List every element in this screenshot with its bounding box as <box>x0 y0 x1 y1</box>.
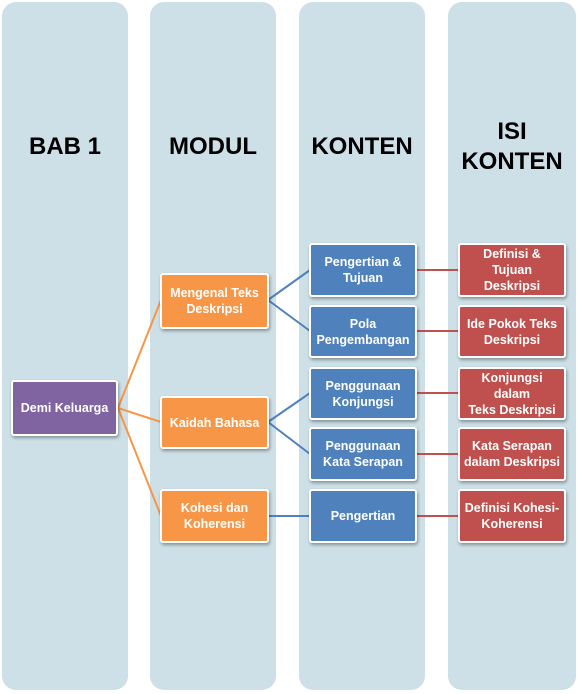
node-kata-serapan-dalam-deskripsi[interactable]: Kata Serapan dalam Deskripsi <box>458 427 566 481</box>
connector-modul-2-konten-4 <box>267 421 311 455</box>
node-kaidah-bahasa[interactable]: Kaidah Bahasa <box>160 396 269 449</box>
column-modul: MODUL <box>150 2 276 690</box>
column-bab: BAB 1 <box>2 2 128 690</box>
node-pengertian-tujuan[interactable]: Pengertian & Tujuan <box>309 243 417 297</box>
connector-root-modul-1 <box>117 299 162 409</box>
node-pengertian[interactable]: Pengertian <box>309 489 417 543</box>
connector-modul-2-konten-3 <box>267 392 311 423</box>
node-pola-pengembangan[interactable]: Pola Pengembangan <box>309 305 417 358</box>
node-kohesi-dan-koherensi[interactable]: Kohesi dan Koherensi <box>160 489 269 543</box>
connector-root-modul-3 <box>117 407 162 517</box>
connector-modul-1-konten-1 <box>267 269 311 301</box>
node-ide-pokok-teks-deskripsi[interactable]: Ide Pokok Teks Deskripsi <box>458 305 566 358</box>
column-title-konten: KONTEN <box>311 133 413 160</box>
node-mengenal-teks-deskripsi[interactable]: Mengenal Teks Deskripsi <box>160 273 269 329</box>
connector-modul-1-konten-2 <box>267 299 311 332</box>
connector-root-modul-2 <box>117 407 162 423</box>
node-penggunaan-konjungsi[interactable]: Penggunaan Konjungsi <box>309 367 417 420</box>
node-penggunaan-kata-serapan[interactable]: Penggunaan Kata Serapan <box>309 427 417 481</box>
column-title-isi-konten: ISI KONTEN <box>461 118 563 175</box>
node-definisi-kohesi-koherensi[interactable]: Definisi Kohesi- Koherensi <box>458 489 566 543</box>
column-title-bab: BAB 1 <box>28 133 101 160</box>
node-demi-keluarga[interactable]: Demi Keluarga <box>11 380 118 436</box>
node-definisi-tujuan-deskripsi[interactable]: Definisi & Tujuan Deskripsi <box>458 243 566 297</box>
column-title-modul: MODUL <box>169 133 257 160</box>
node-konjungsi-dalam-teks-deskripsi[interactable]: Konjungsi dalam Teks Deskripsi <box>458 367 566 420</box>
